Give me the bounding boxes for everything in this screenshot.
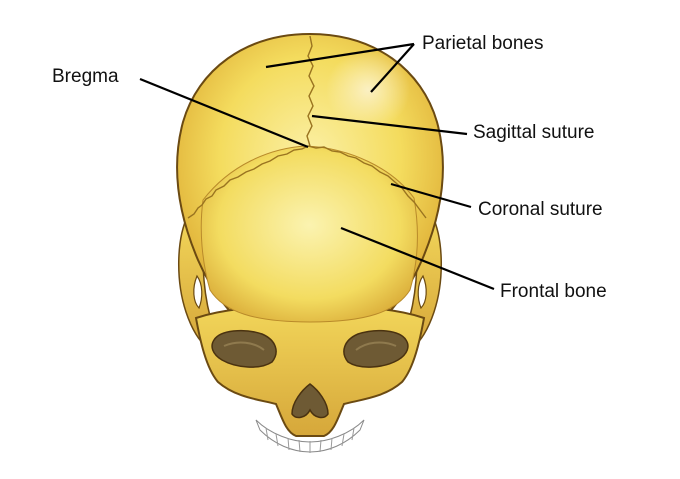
facial-skeleton (196, 306, 424, 436)
label-parietal-bones: Parietal bones (422, 34, 543, 53)
label-coronal-suture: Coronal suture (478, 200, 603, 219)
label-sagittal-suture: Sagittal suture (473, 123, 594, 142)
frontal-bone-shape (201, 146, 417, 322)
label-frontal-bone: Frontal bone (500, 282, 607, 301)
label-bregma: Bregma (52, 67, 119, 86)
